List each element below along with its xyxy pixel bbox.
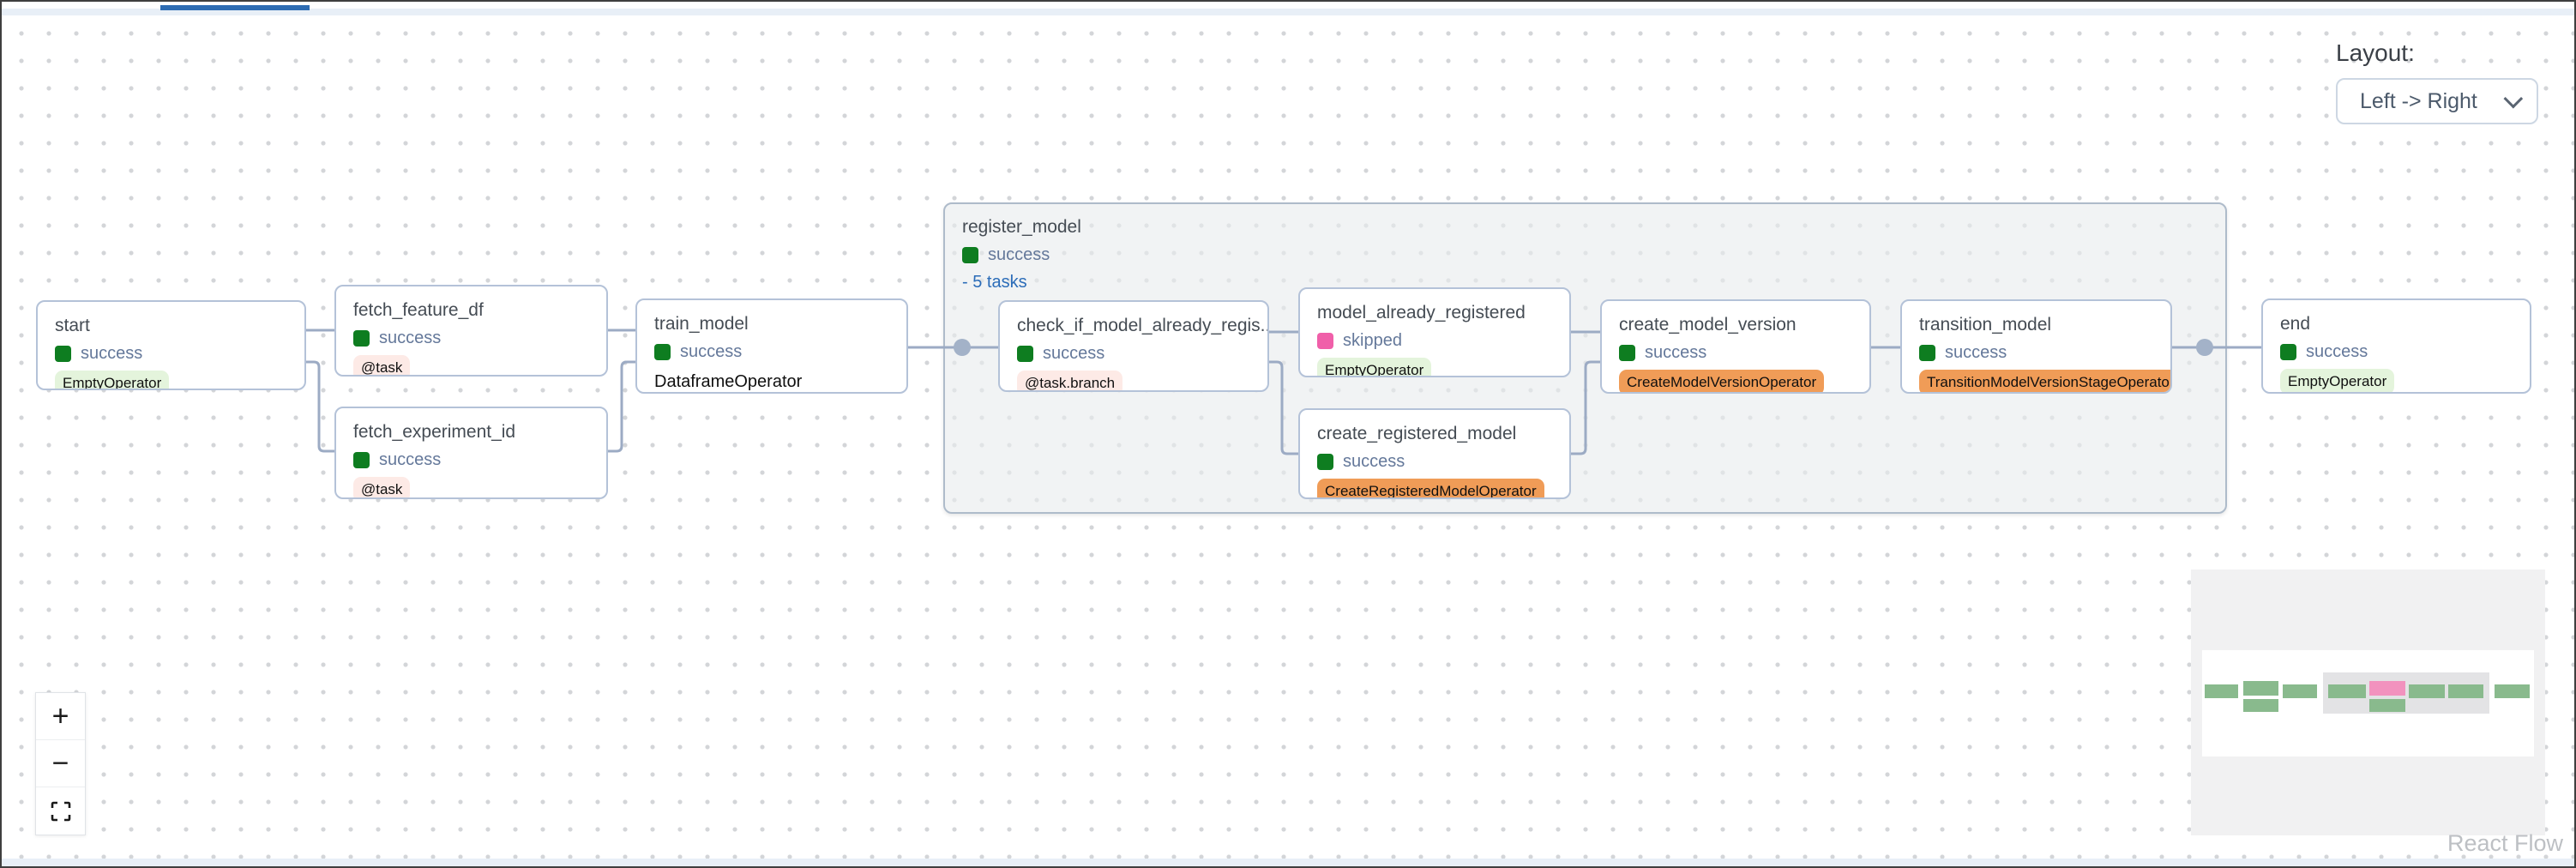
minimap-node-fetch-feature-df: [2243, 681, 2278, 696]
task-title: fetch_experiment_id: [353, 422, 516, 442]
layout-selected-value: Left -> Right: [2360, 88, 2477, 113]
status-label: success: [379, 450, 442, 470]
fit-view-button[interactable]: [36, 787, 85, 835]
top-chrome: [2, 2, 2574, 15]
task-title: create_registered_model: [1317, 424, 1517, 443]
minimap[interactable]: [2191, 570, 2545, 835]
operator-badge: CreateRegisteredModelOperator: [1317, 479, 1544, 497]
minimap-node-model-already-registered: [2369, 681, 2405, 696]
minimap-node-transition-model: [2448, 684, 2483, 698]
react-flow-attribution: React Flow: [2447, 830, 2563, 856]
task-status-row: skipped: [1317, 331, 1569, 351]
task-status-row: success: [654, 342, 906, 362]
minimap-node-end: [2495, 684, 2530, 698]
task-title: transition_model: [1919, 315, 2052, 335]
task-status-row: success: [2280, 342, 2530, 362]
operator-badge: @task: [353, 355, 411, 375]
task-status-row: success: [353, 329, 606, 348]
status-square-icon: [1017, 346, 1033, 363]
status-square-icon: [2280, 344, 2296, 361]
minimap-node-fetch-experiment-id: [2243, 699, 2278, 712]
status-square-icon: [962, 247, 978, 264]
task-title: model_already_registered: [1317, 303, 1526, 322]
operator-badge: DataframeOperator: [654, 372, 803, 392]
operator-badge: TransitionModelVersionStageOperator: [1919, 370, 2170, 392]
layout-label: Layout:: [2336, 39, 2415, 66]
minimap-node-check-if: [2328, 684, 2366, 698]
task-node-model-already-registered[interactable]: model_already_registered skipped EmptyOp…: [1298, 287, 1571, 377]
status-label: success: [379, 329, 442, 348]
task-node-end[interactable]: end success EmptyOperator: [2261, 298, 2531, 394]
task-node-start[interactable]: start success EmptyOperator: [36, 300, 306, 390]
status-square-icon: [1317, 333, 1333, 350]
operator-badge: @task: [353, 477, 411, 497]
status-label: success: [2306, 342, 2368, 362]
status-square-icon: [353, 452, 370, 469]
layout-panel: Layout: Left -> Right: [2336, 39, 2538, 124]
zoom-controls: + −: [35, 692, 86, 835]
task-status-row: success: [55, 344, 304, 364]
layout-direction-select[interactable]: Left -> Right: [2336, 78, 2538, 124]
task-title: check_if_model_already_regis...: [1017, 316, 1267, 335]
task-title: start: [55, 316, 90, 335]
task-status-row: success: [1317, 452, 1569, 472]
status-label: success: [1645, 343, 1707, 363]
task-node-create-model-version[interactable]: create_model_version success CreateModel…: [1600, 299, 1871, 394]
status-label: success: [81, 344, 143, 364]
task-title: fetch_feature_df: [353, 300, 484, 320]
status-label: success: [1945, 343, 2007, 363]
top-chrome-strip: [2, 9, 2574, 15]
task-node-transition-model[interactable]: transition_model success TransitionModel…: [1900, 299, 2172, 394]
status-label: success: [1343, 452, 1405, 472]
zoom-in-button[interactable]: +: [36, 693, 85, 740]
zoom-out-button[interactable]: −: [36, 740, 85, 787]
status-square-icon: [1919, 345, 1935, 362]
task-title: train_model: [654, 314, 749, 334]
operator-badge: EmptyOperator: [2280, 369, 2395, 392]
active-tab-indicator: [160, 5, 310, 10]
bottom-chrome-strip: [2, 859, 2574, 866]
task-title: end: [2280, 314, 2311, 334]
task-node-check-if-model-already-registered[interactable]: check_if_model_already_regis... success …: [998, 300, 1269, 392]
operator-badge: EmptyOperator: [1317, 358, 1432, 376]
status-square-icon: [1317, 454, 1333, 471]
fit-view-icon: [51, 801, 70, 821]
status-square-icon: [55, 346, 71, 363]
group-collapse-link[interactable]: - 5 tasks: [962, 273, 1027, 292]
task-node-fetch-feature-df[interactable]: fetch_feature_df success @task: [334, 285, 608, 377]
status-label: skipped: [1343, 331, 1402, 351]
task-status-row: success: [1919, 343, 2170, 363]
task-node-create-registered-model[interactable]: create_registered_model success CreateRe…: [1298, 408, 1571, 499]
operator-badge: CreateModelVersionOperator: [1619, 370, 1825, 392]
minimap-node-train-model: [2283, 684, 2317, 698]
task-status-row: success: [353, 450, 606, 470]
status-square-icon: [353, 330, 370, 347]
status-label: success: [1043, 344, 1105, 364]
task-node-fetch-experiment-id[interactable]: fetch_experiment_id success @task: [334, 407, 608, 499]
status-square-icon: [654, 344, 671, 361]
status-label: success: [680, 342, 743, 362]
status-square-icon: [1619, 345, 1635, 362]
task-node-train-model[interactable]: train_model success DataframeOperator: [635, 298, 908, 394]
group-title: register_model: [962, 217, 1081, 237]
minimap-node-create-registered-model: [2369, 699, 2405, 712]
task-status-row: success: [1017, 344, 1267, 364]
task-status-row: success: [1619, 343, 1869, 363]
group-status-row: success: [962, 245, 2225, 265]
operator-badge: EmptyOperator: [55, 371, 170, 389]
minimap-node-create-model-version: [2409, 684, 2445, 698]
operator-badge: @task.branch: [1017, 371, 1123, 390]
minimap-node-start: [2205, 684, 2238, 698]
chevron-down-icon: [2503, 88, 2524, 109]
task-title: create_model_version: [1619, 315, 1797, 335]
group-status-label: success: [988, 245, 1050, 265]
